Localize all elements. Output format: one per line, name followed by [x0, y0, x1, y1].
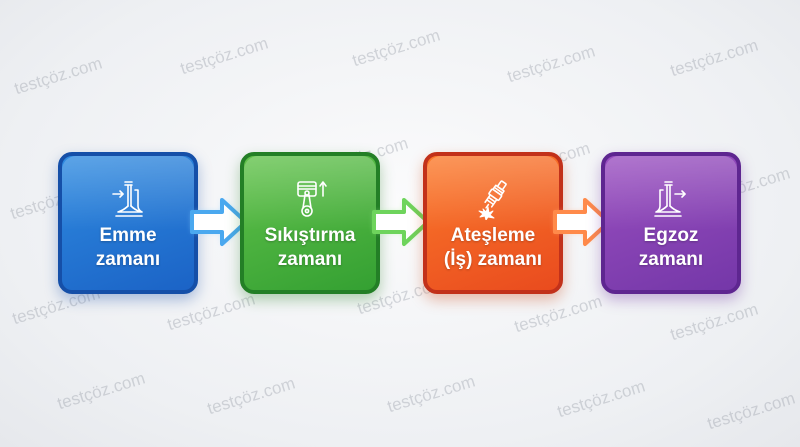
step-label: Egzoz zamanı [605, 224, 737, 272]
step-card-intake: Emme zamanı [58, 152, 198, 294]
step-label: Emme zamanı [62, 224, 194, 272]
flow-arrow [372, 190, 434, 254]
flow-arrow [190, 190, 252, 254]
step-card-exhaust: Egzoz zamanı [601, 152, 741, 294]
flow-arrow [553, 190, 615, 254]
piston-icon [290, 176, 330, 220]
step-label: Sıkıştırma zamanı [244, 224, 376, 272]
step-label-line2: zamanı [277, 249, 343, 270]
step-label-line2: (İş) zamanı [443, 249, 543, 270]
step-label-line1: Sıkıştırma [264, 225, 356, 246]
step-card-ignition: Ateşleme (İş) zamanı [423, 152, 563, 294]
step-label-line1: Emme [99, 225, 157, 246]
step-label-line1: Ateşleme [450, 225, 536, 246]
step-label-line1: Egzoz [643, 225, 699, 246]
step-label: Ateşleme (İş) zamanı [427, 224, 559, 272]
intake-valve-icon [108, 176, 148, 220]
spark-plug-icon [473, 176, 513, 220]
step-label-line2: zamanı [638, 249, 704, 270]
exhaust-valve-icon [651, 176, 691, 220]
step-card-compression: Sıkıştırma zamanı [240, 152, 380, 294]
step-label-line2: zamanı [95, 249, 161, 270]
